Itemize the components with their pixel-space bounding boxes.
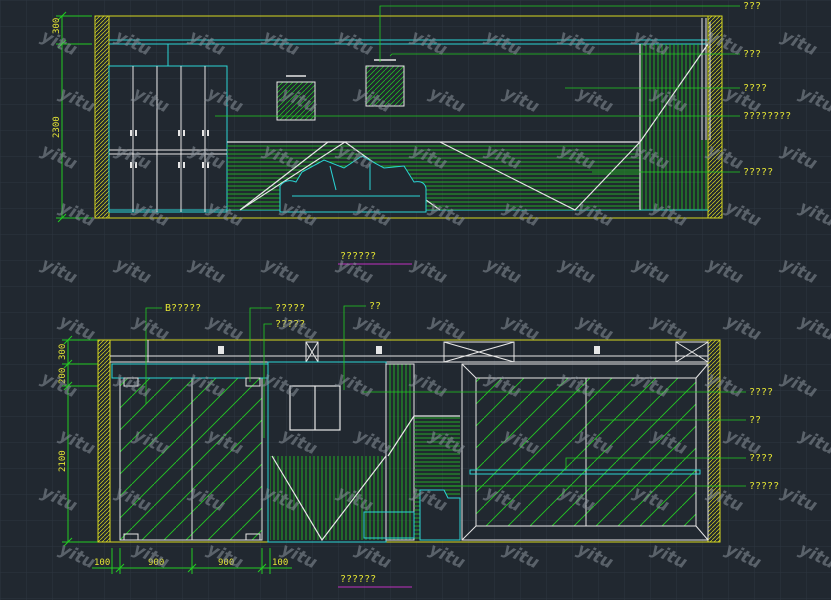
dimension-b-900-b: 900: [218, 558, 234, 568]
dimension-b-2100: 2100: [58, 450, 68, 472]
callout-b-top-4: ??: [369, 301, 381, 312]
elevation-b-bottom-dimension: [92, 548, 292, 574]
elevation-a: 300 2300: [52, 1, 791, 265]
window-curtain: [701, 18, 711, 140]
dimension-b-100-left: 100: [94, 558, 110, 568]
wall-painting-left: [276, 81, 316, 121]
elevation-b-leaders: [145, 305, 746, 487]
callout-a-1: ???: [743, 1, 761, 12]
callout-b-top-1: B?????: [165, 303, 201, 314]
dimension-b-200: 200: [58, 368, 68, 384]
left-wall-section: [94, 15, 110, 219]
callout-b-top-2: ?????: [275, 303, 305, 314]
callout-a-5: ?????: [743, 167, 773, 178]
dimension-300: 300: [52, 18, 62, 34]
b-ceiling-lights: [218, 346, 600, 354]
dimension-b-100-right: 100: [272, 558, 288, 568]
window-side-hatch: [640, 44, 708, 210]
elevation-a-dimension-line: [56, 11, 92, 223]
callout-a-4: ????????: [743, 111, 791, 122]
wardrobe-cabinet: [108, 44, 228, 213]
dimension-2300: 2300: [52, 116, 62, 138]
wardrobe-handles: [130, 130, 209, 168]
callout-a-2: ???: [743, 49, 761, 60]
sofa: [279, 155, 427, 213]
elevation-a-title: ??????: [340, 251, 376, 262]
b-center-panel: [267, 361, 461, 543]
callout-b-right-3: ????: [749, 453, 773, 464]
dimension-b-300: 300: [58, 344, 68, 360]
elevation-a-leaders: [215, 5, 740, 173]
callout-b-top-3: ?????: [275, 319, 305, 330]
elevation-b-title: ??????: [340, 574, 376, 585]
dimension-b-900-a: 900: [148, 558, 164, 568]
b-window: [461, 363, 709, 541]
wall-painting-right: [365, 65, 405, 107]
callout-b-right-2: ??: [749, 415, 761, 426]
callout-a-3: ????: [743, 83, 767, 94]
b-sliding-doors: [111, 363, 269, 541]
callout-b-right-1: ????: [749, 387, 773, 398]
elevation-b: 300 200 2100 100 900 900 100: [58, 301, 779, 588]
b-left-wall: [97, 339, 111, 543]
callout-b-right-4: ?????: [749, 481, 779, 492]
elevation-b-dimension-line: [62, 335, 98, 547]
b-ceiling: [110, 340, 709, 363]
